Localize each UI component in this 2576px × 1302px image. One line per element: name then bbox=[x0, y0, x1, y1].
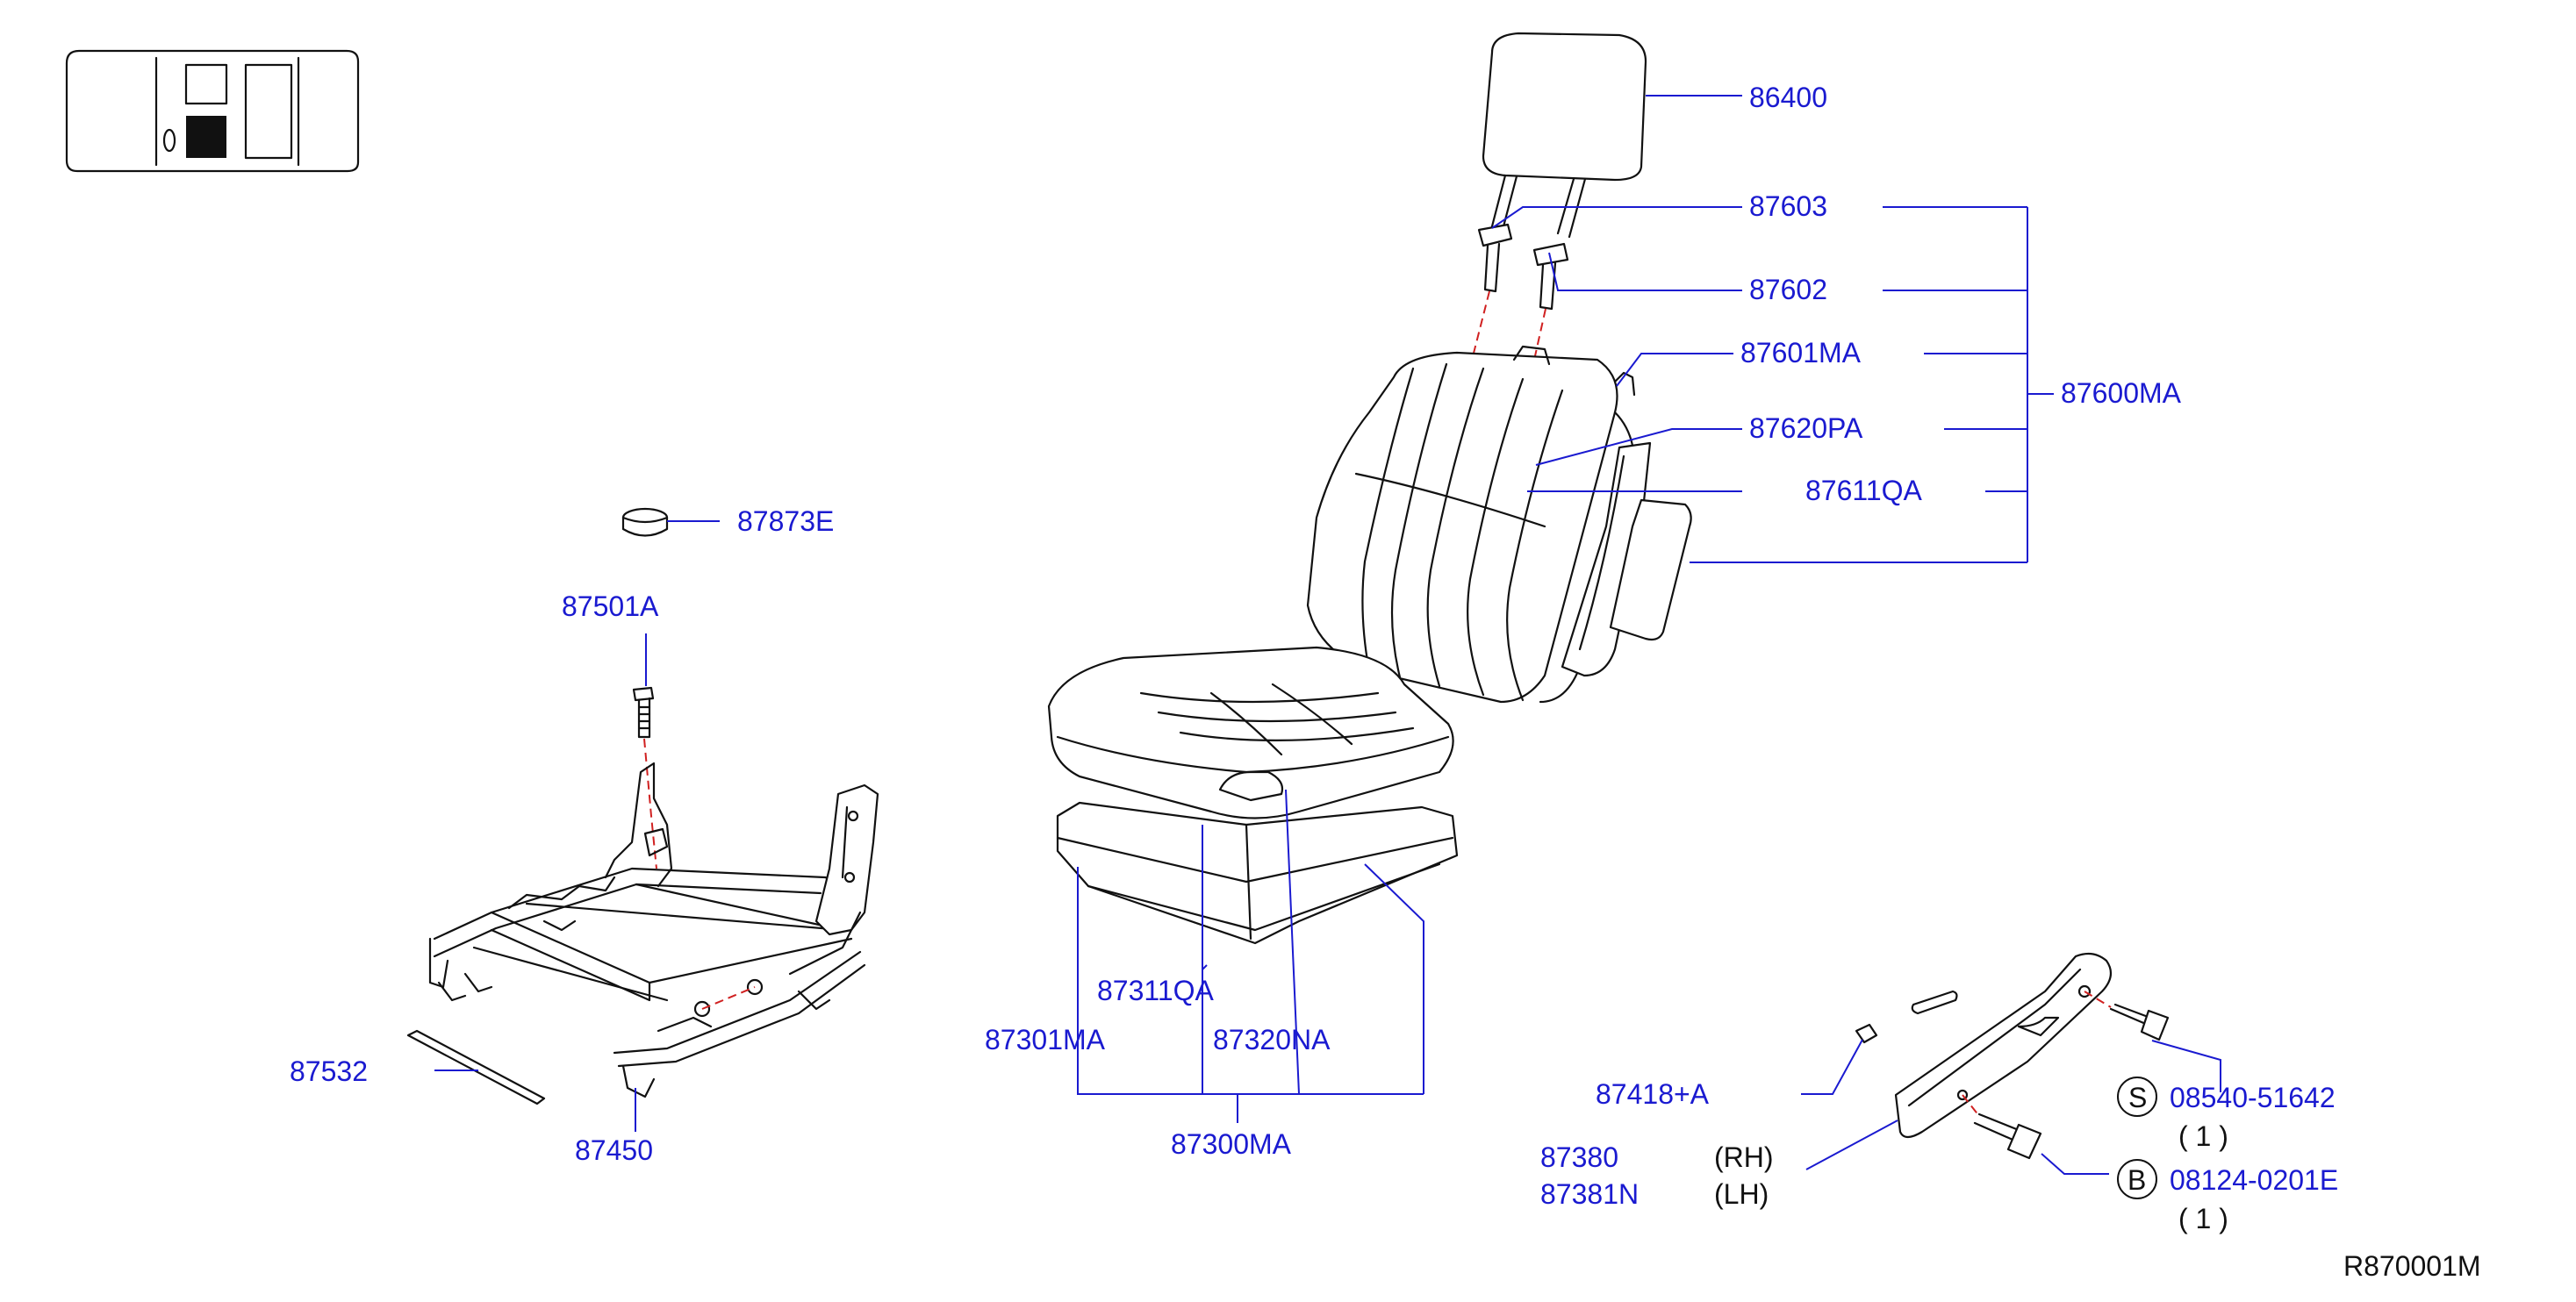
label-87380: 87380 bbox=[1540, 1141, 1618, 1173]
label-b-part: 08124-0201E bbox=[2170, 1164, 2338, 1196]
label-87301MA: 87301MA bbox=[985, 1024, 1106, 1055]
label-86400: 86400 bbox=[1749, 82, 1827, 113]
label-87450: 87450 bbox=[575, 1134, 653, 1166]
label-87320NA: 87320NA bbox=[1213, 1024, 1331, 1055]
label-s-code: S bbox=[2128, 1082, 2147, 1113]
label-87300MA: 87300MA bbox=[1171, 1128, 1292, 1160]
screw-b-part bbox=[1962, 1094, 2042, 1160]
vehicle-locator-icon bbox=[65, 49, 360, 173]
label-87381N: 87381N bbox=[1540, 1178, 1639, 1210]
label-b-code: B bbox=[2128, 1164, 2146, 1196]
label-87620PA: 87620PA bbox=[1749, 412, 1863, 444]
screw-s-part bbox=[2084, 991, 2170, 1041]
leader-lines bbox=[434, 95, 2221, 1175]
label-87418A: 87418+A bbox=[1596, 1078, 1710, 1110]
label-87873E: 87873E bbox=[737, 505, 834, 537]
label-s-qty: ( 1 ) bbox=[2178, 1120, 2228, 1152]
label-b-qty: ( 1 ) bbox=[2178, 1203, 2228, 1234]
label-87611QA: 87611QA bbox=[1805, 475, 1923, 506]
label-87602: 87602 bbox=[1749, 274, 1827, 305]
label-87601MA: 87601MA bbox=[1740, 337, 1862, 368]
s-code-circle bbox=[2117, 1077, 2157, 1117]
label-87603: 87603 bbox=[1749, 190, 1827, 222]
knob-part bbox=[1855, 990, 1958, 1044]
label-87501A: 87501A bbox=[562, 590, 659, 622]
cap-part bbox=[621, 507, 669, 537]
diagram-reference: R870001M bbox=[2343, 1250, 2481, 1282]
label-87311QA: 87311QA bbox=[1097, 975, 1215, 1006]
label-87532: 87532 bbox=[290, 1055, 368, 1087]
seat-back-part bbox=[1306, 345, 1692, 704]
label-lh: (LH) bbox=[1714, 1178, 1769, 1210]
bolt-part bbox=[632, 686, 657, 869]
strip-part bbox=[406, 1029, 546, 1105]
b-code-circle bbox=[2117, 1159, 2157, 1199]
seat-cushion-part bbox=[1047, 646, 1459, 945]
label-rh: (RH) bbox=[1714, 1141, 1774, 1173]
label-s-part: 08540-51642 bbox=[2170, 1082, 2336, 1113]
seat-slide-frame-part bbox=[428, 762, 879, 1098]
label-87600MA: 87600MA bbox=[2061, 377, 2182, 409]
side-finisher-part bbox=[1894, 952, 2113, 1139]
